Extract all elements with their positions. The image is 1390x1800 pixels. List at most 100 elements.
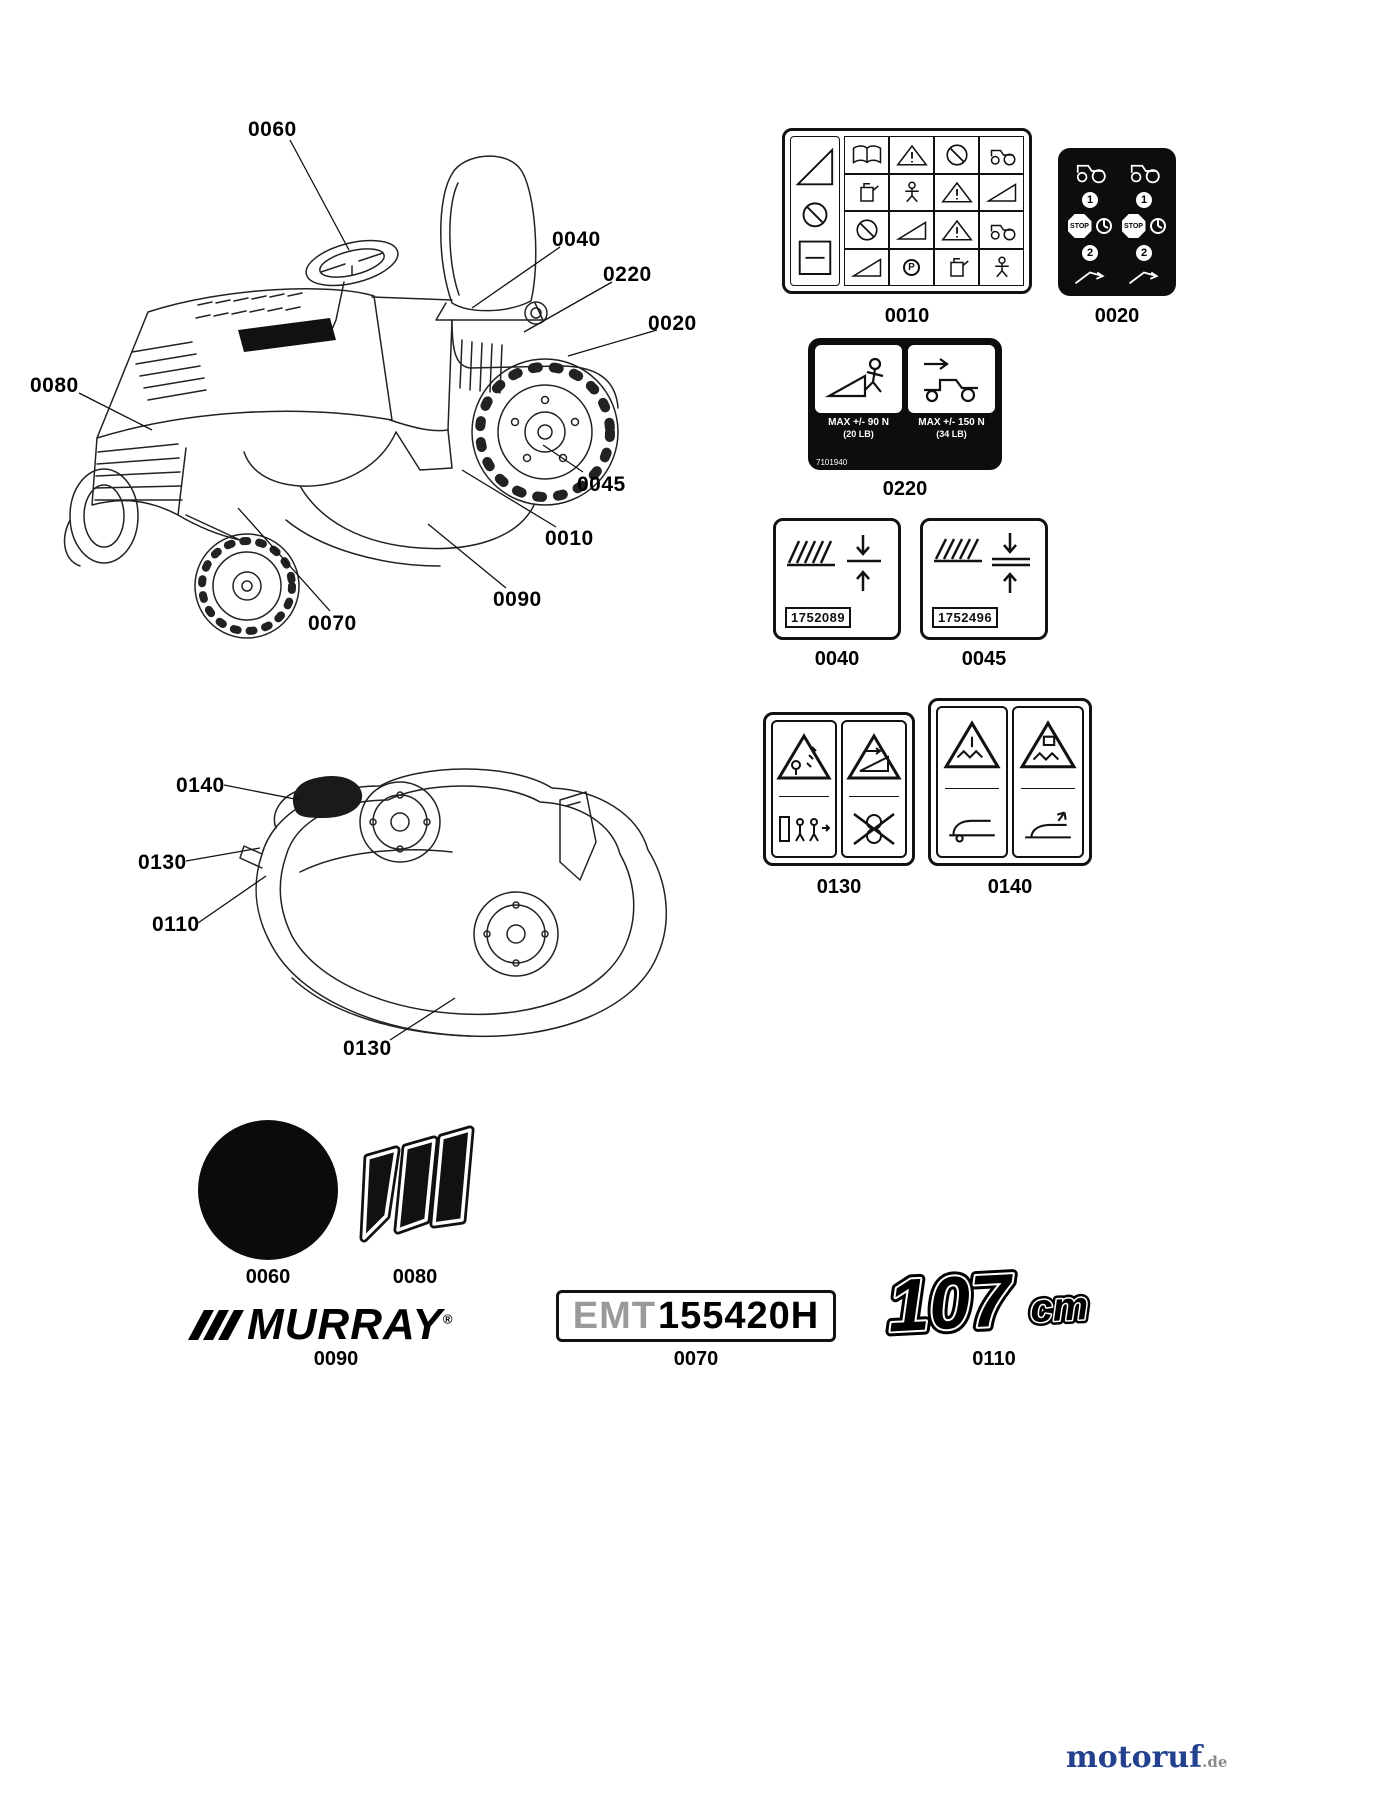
cut-height-pictogram [787,535,881,591]
decal-0040-number: 0040 [814,648,860,670]
prohibited-icon [850,218,884,242]
site-watermark: motoruf.de [1066,1740,1227,1775]
deck-tilt-icon [1025,811,1071,839]
model-number-decal: EMT 155420H [556,1290,836,1342]
decal-0140 [928,698,1092,866]
logo-0090-number: 0090 [313,1348,359,1370]
max-force-lb: (34 LB) [936,429,967,439]
registered-mark: ® [442,1311,454,1327]
decal-0130-number: 0130 [816,876,862,898]
callout-0040: 0040 [552,228,601,251]
tractor-icon [985,218,1019,242]
towing-pictogram [908,345,995,413]
slope-icon [895,218,929,242]
murray-wordmark: MURRAY® [188,1300,454,1350]
model-prefix: EMT [572,1294,656,1337]
fuel-icon [850,180,884,204]
decal-0220-number: 0220 [882,478,928,500]
pictogram-grid: P [844,136,1024,286]
blade-foot-warning-icon [1019,720,1077,769]
svg-text:cm: cm [1029,1284,1089,1331]
callout-0045: 0045 [577,473,626,496]
thrown-objects-warning-icon [776,732,832,779]
parking-brake-icon: P [903,258,920,276]
svg-text:107: 107 [886,1258,1017,1348]
callout-leader-lines [78,139,658,1041]
stop-sign-icon: STOP [1067,214,1092,238]
black-circle-decal [198,1120,338,1260]
keep-distance-icon [779,815,831,842]
callout-0060: 0060 [248,118,297,141]
callout-0080: 0080 [30,374,79,397]
step-1-badge: 1 [1082,191,1098,208]
callout-0070: 0070 [308,612,357,635]
start-sequence-column: 1 STOP 2 [1066,157,1114,287]
step-2-badge: 2 [1082,244,1098,261]
step-1-badge: 1 [1136,191,1152,208]
stop-sign-icon: STOP [1121,214,1146,238]
fuel-icon [940,255,974,279]
callout-deck-0130: 0130 [138,851,187,874]
watermark-tld: .de [1202,1753,1228,1771]
key-dial-icon [1149,218,1166,234]
decal-0040: 1752089 [773,518,901,640]
lever-icon [1128,271,1159,285]
callout-deck-0140: 0140 [176,774,225,797]
logo-0070-number: 0070 [673,1348,719,1370]
warning-triangle-icon [895,143,929,167]
tractor-illustration [63,155,619,639]
callout-0010: 0010 [545,527,594,550]
bystander-icon [895,180,929,204]
callout-0090: 0090 [493,588,542,611]
deck-profile-icon [949,819,995,843]
blade-hand-warning-icon [943,720,1001,769]
decal-part-code: 1752089 [785,607,852,628]
callout-0020: 0020 [648,312,697,335]
decal-0220: MAX +/- 90 N (20 LB) MAX +/- 150 N (34 L… [808,338,1002,470]
bystander-icon [985,255,1019,279]
stop-sequence-column: 1 STOP 2 [1120,157,1168,287]
decal-part-code: 1752496 [932,607,999,628]
logo-0110-number: 0110 [972,1348,1016,1370]
tractor-icon [1130,164,1160,184]
ramp-warning-icon [846,732,902,779]
deck-illustration [239,768,667,1038]
svg-text:107: 107 [886,1258,1017,1348]
callout-0220: 0220 [603,263,652,286]
callout-deck-0110: 0110 [152,913,200,936]
slope-warning-icon [790,136,840,286]
tractor-icon [1076,164,1106,184]
tractor-icon [985,143,1019,167]
decal-0020: 1 STOP 2 1 STOP 2 [1058,148,1176,296]
decal-0045: 1752496 [920,518,1048,640]
no-riders-pictogram [815,345,902,413]
step-2-badge: 2 [1136,244,1152,261]
manual-book-icon [850,143,884,167]
warning-triangle-icon [940,218,974,242]
deck-size-decal: 107 107 cm cm [881,1256,1093,1352]
decal-0130 [763,712,915,866]
slope-icon [850,255,884,279]
decal-0020-number: 0020 [1094,305,1140,327]
max-force-lb: (20 LB) [843,429,874,439]
decal-0010-number: 0010 [884,305,930,327]
model-number: 155420H [657,1294,820,1337]
max-force-text: MAX +/- 150 N [918,417,985,428]
murray-m-arrows-logo [359,1125,475,1243]
warning-triangle-icon [940,180,974,204]
prohibited-icon [940,143,974,167]
decal-0045-number: 0045 [961,648,1007,670]
svg-text:cm: cm [1029,1284,1089,1331]
key-dial-icon [1095,218,1112,234]
decal-0140-number: 0140 [987,876,1033,898]
logo-0080-number: 0080 [392,1266,438,1288]
murray-text: MURRAY® [247,1300,454,1349]
callout-deck-0130b: 0130 [343,1037,392,1060]
decal-part-code: 7101940 [816,458,848,467]
decal-0010: P [782,128,1032,294]
slope-icon [985,180,1019,204]
max-force-text: MAX +/- 90 N [828,417,889,428]
no-loop-icon [853,812,895,845]
watermark-name: motoruf [1066,1740,1203,1775]
